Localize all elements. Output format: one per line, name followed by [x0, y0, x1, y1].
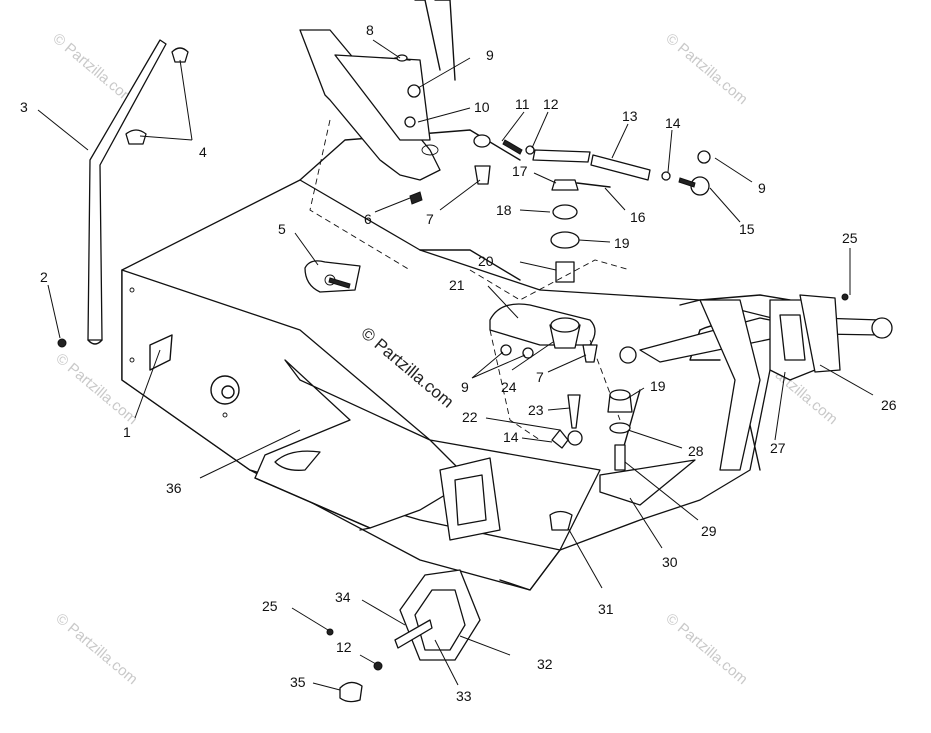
watermark-bottom-right: © Partzilla.com [662, 610, 750, 688]
hardware [404, 84, 711, 449]
callout-29: 29 [701, 523, 717, 539]
callout-21: 21 [449, 277, 465, 293]
callout-31: 31 [598, 601, 614, 617]
callout-19b: 19 [650, 378, 666, 394]
callout-35: 35 [290, 674, 306, 690]
callout-8: 8 [366, 22, 374, 38]
callout-12a: 12 [543, 96, 559, 112]
lower-spindle-bracket [326, 457, 501, 703]
callout-27: 27 [770, 440, 786, 456]
callout-7b: 7 [536, 369, 544, 385]
callout-20: 20 [478, 253, 494, 269]
tie-rods [532, 149, 893, 364]
callout-14b: 14 [503, 429, 519, 445]
callout-3: 3 [20, 99, 28, 115]
lower-hardware [567, 389, 696, 506]
callout-9c: 9 [461, 379, 469, 395]
small-parts [57, 54, 849, 531]
callout-7a: 7 [426, 211, 434, 227]
callout-17: 17 [512, 163, 528, 179]
callout-23: 23 [528, 402, 544, 418]
callout-30: 30 [662, 554, 678, 570]
callout-14a: 14 [665, 115, 681, 131]
callout-15: 15 [739, 221, 755, 237]
callout-1: 1 [123, 424, 131, 440]
watermark-top-right: © Partzilla.com [662, 30, 750, 108]
callout-28: 28 [688, 443, 704, 459]
callout-2: 2 [40, 269, 48, 285]
watermark-top-left: © Partzilla.com [49, 30, 137, 108]
callout-25a: 25 [842, 230, 858, 246]
callout-26: 26 [881, 397, 897, 413]
callout-18: 18 [496, 202, 512, 218]
callout-34: 34 [335, 589, 351, 605]
callout-16: 16 [630, 209, 646, 225]
callout-numbers: 1 2 3 4 5 6 7 7 8 9 9 9 10 11 12 12 13 1… [20, 22, 897, 704]
callout-6: 6 [364, 211, 372, 227]
skid-plate [254, 359, 471, 531]
callout-25b: 25 [262, 598, 278, 614]
callout-9a: 9 [486, 47, 494, 63]
clamps [125, 47, 189, 145]
callout-10: 10 [474, 99, 490, 115]
callout-13: 13 [622, 108, 638, 124]
callout-32: 32 [537, 656, 553, 672]
steering-column [87, 39, 167, 345]
callout-11: 11 [515, 96, 530, 112]
callout-33: 33 [456, 688, 472, 704]
callout-4: 4 [199, 144, 207, 160]
right-bracket [699, 294, 841, 471]
watermark-bottom-left: © Partzilla.com [52, 610, 140, 688]
callout-24: 24 [501, 379, 517, 395]
steering-arm [469, 179, 631, 441]
leader-lines [37, 39, 874, 691]
callout-12b: 12 [336, 639, 352, 655]
callout-22: 22 [462, 409, 478, 425]
callout-5: 5 [278, 221, 286, 237]
callout-36: 36 [166, 480, 182, 496]
callout-19a: 19 [614, 235, 630, 251]
callout-9b: 9 [758, 180, 766, 196]
